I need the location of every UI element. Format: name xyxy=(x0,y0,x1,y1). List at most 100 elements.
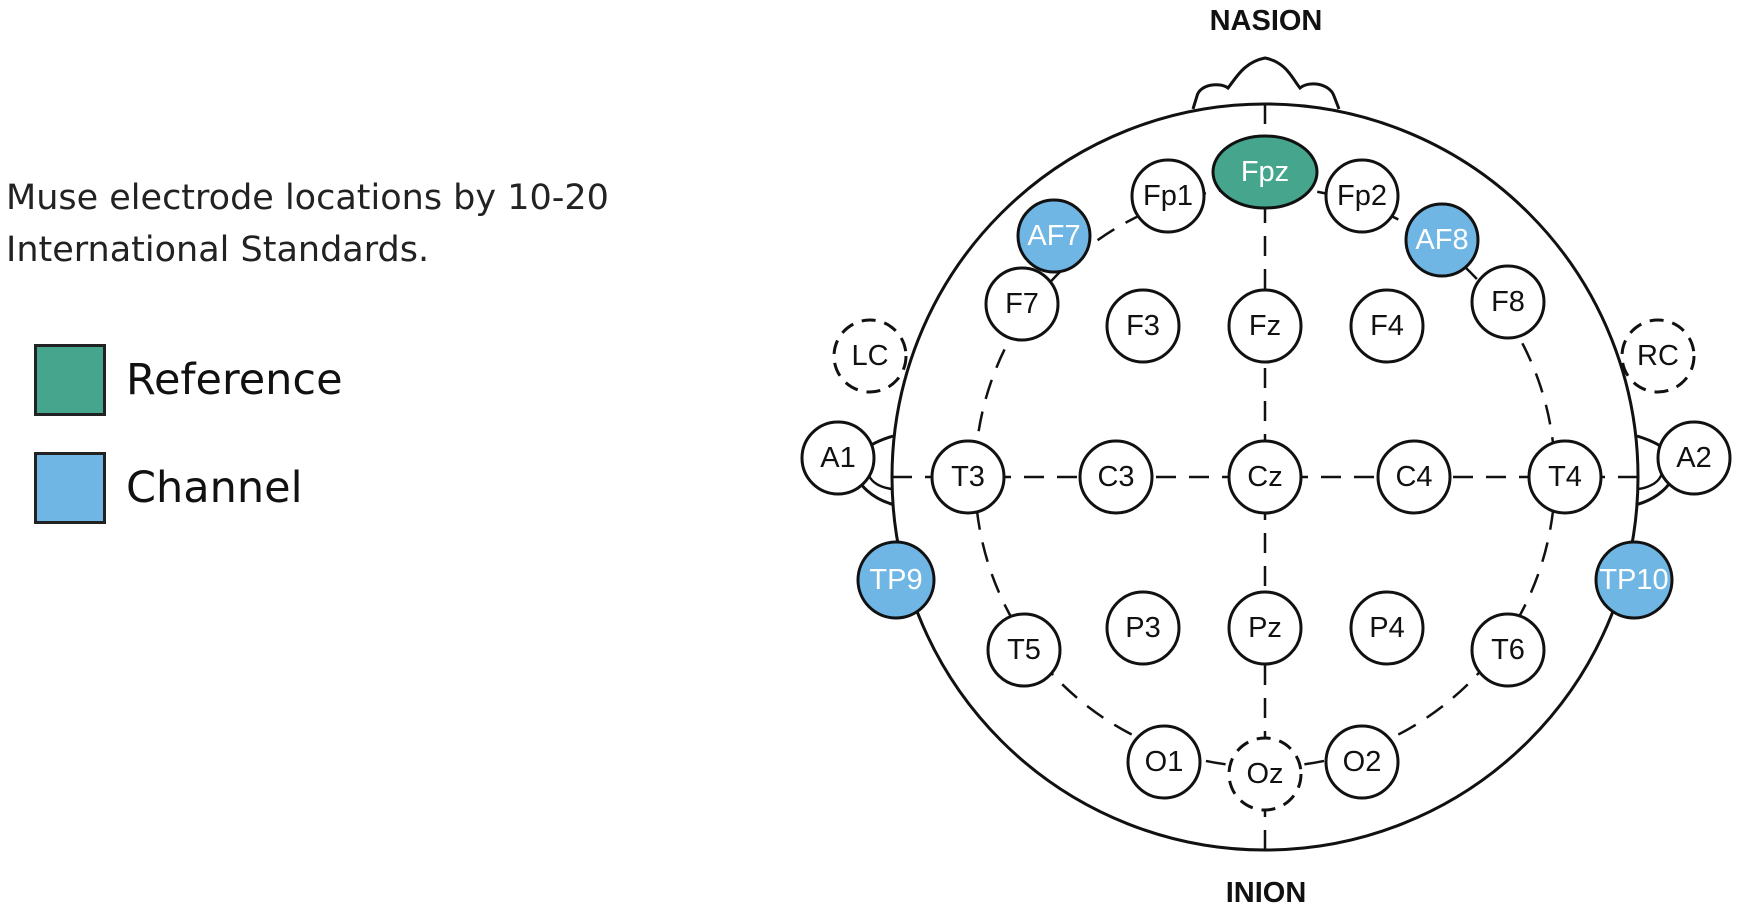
electrode-tp10-marker xyxy=(1594,540,1674,620)
legend-item-channel: Channel xyxy=(34,452,303,524)
electrode-tp10-label: TP10 xyxy=(1599,564,1668,596)
electrode-tp10: TP10 xyxy=(1594,540,1674,620)
electrode-lc-label: LC xyxy=(851,340,888,372)
nasion-label: NASION xyxy=(1210,5,1323,37)
electrode-a2-marker xyxy=(1656,420,1732,496)
caption-line-2: International Standards. xyxy=(6,230,430,270)
electrode-tp9: TP9 xyxy=(856,540,936,620)
electrode-o1: O1 xyxy=(1126,724,1202,800)
electrode-o1-label: O1 xyxy=(1145,746,1184,778)
electrode-oz: Oz xyxy=(1227,736,1303,812)
electrode-a1: A1 xyxy=(800,420,876,496)
electrode-f7: F7 xyxy=(984,266,1060,342)
electrode-af8: AF8 xyxy=(1404,202,1480,278)
electrode-f4: F4 xyxy=(1349,288,1425,364)
electrode-p3-marker xyxy=(1105,590,1181,666)
electrode-rc-label: RC xyxy=(1637,340,1679,372)
electrode-rc-marker xyxy=(1620,318,1696,394)
electrode-o1-marker xyxy=(1126,724,1202,800)
electrode-f8-label: F8 xyxy=(1491,286,1525,318)
nose-outline xyxy=(1191,56,1341,110)
electrode-t5-marker xyxy=(986,612,1062,688)
electrode-f7-marker xyxy=(984,266,1060,342)
electrode-p3-label: P3 xyxy=(1125,612,1160,644)
electrode-cz-marker xyxy=(1227,439,1303,515)
electrode-f7-label: F7 xyxy=(1005,288,1039,320)
electrode-fz-label: Fz xyxy=(1249,310,1281,342)
electrode-f3: F3 xyxy=(1105,288,1181,364)
electrode-t3-marker xyxy=(930,439,1006,515)
electrode-p4-marker xyxy=(1349,590,1425,666)
channel-swatch xyxy=(34,452,106,524)
electrode-a2-label: A2 xyxy=(1676,442,1711,474)
electrode-fpz-label: Fpz xyxy=(1241,156,1289,188)
electrode-a1-label: A1 xyxy=(820,442,855,474)
electrode-lc: LC xyxy=(832,318,908,394)
reference-swatch xyxy=(34,344,106,416)
electrode-tp9-marker xyxy=(856,540,936,620)
electrode-fz: Fz xyxy=(1227,288,1303,364)
electrode-fp2: Fp2 xyxy=(1324,158,1400,234)
electrode-f4-label: F4 xyxy=(1370,310,1404,342)
electrode-af7: AF7 xyxy=(1016,198,1092,274)
electrode-c4: C4 xyxy=(1376,439,1452,515)
electrode-f8-marker xyxy=(1470,264,1546,340)
electrode-p4-label: P4 xyxy=(1369,612,1404,644)
electrode-t5: T5 xyxy=(986,612,1062,688)
inion-label: INION xyxy=(1226,877,1307,909)
electrode-cz: Cz xyxy=(1227,439,1303,515)
legend-item-reference: Reference xyxy=(34,344,343,416)
electrode-tp9-label: TP9 xyxy=(869,564,922,596)
electrode-pz-label: Pz xyxy=(1248,612,1282,644)
caption-line-1: Muse electrode locations by 10-20 xyxy=(6,178,609,218)
legend-label-reference: Reference xyxy=(126,355,343,405)
electrode-cz-label: Cz xyxy=(1247,461,1282,493)
electrode-p4: P4 xyxy=(1349,590,1425,666)
electrode-p3: P3 xyxy=(1105,590,1181,666)
electrode-o2-label: O2 xyxy=(1343,746,1382,778)
electrode-af7-marker xyxy=(1016,198,1092,274)
electrode-t4-marker xyxy=(1527,439,1603,515)
electrode-fp1-label: Fp1 xyxy=(1143,180,1193,212)
electrode-pz: Pz xyxy=(1227,590,1303,666)
electrode-c4-marker xyxy=(1376,439,1452,515)
electrode-t4: T4 xyxy=(1527,439,1603,515)
electrode-fp2-label: Fp2 xyxy=(1337,180,1387,212)
electrode-a1-marker xyxy=(800,420,876,496)
electrode-lc-marker xyxy=(832,318,908,394)
electrode-o2: O2 xyxy=(1324,724,1400,800)
electrode-t5-label: T5 xyxy=(1007,634,1041,666)
electrode-t6-marker xyxy=(1470,612,1546,688)
electrode-af8-label: AF8 xyxy=(1415,224,1468,256)
electrode-f4-marker xyxy=(1349,288,1425,364)
electrode-fz-marker xyxy=(1227,288,1303,364)
electrode-af8-marker xyxy=(1404,202,1480,278)
electrode-f3-label: F3 xyxy=(1126,310,1160,342)
electrode-o2-marker xyxy=(1324,724,1400,800)
electrode-c4-label: C4 xyxy=(1395,461,1432,493)
electrode-fp2-marker xyxy=(1324,158,1400,234)
electrode-c3-marker xyxy=(1078,439,1154,515)
electrode-af7-label: AF7 xyxy=(1027,220,1080,252)
electrode-fpz: Fpz xyxy=(1211,134,1319,210)
electrode-oz-marker xyxy=(1227,736,1303,812)
electrode-t3: T3 xyxy=(930,439,1006,515)
electrode-oz-label: Oz xyxy=(1246,758,1283,790)
electrode-t6-label: T6 xyxy=(1491,634,1525,666)
electrode-a2: A2 xyxy=(1656,420,1732,496)
electrode-pz-marker xyxy=(1227,590,1303,666)
electrode-c3-label: C3 xyxy=(1097,461,1134,493)
electrode-t4-label: T4 xyxy=(1548,461,1582,493)
electrode-rc: RC xyxy=(1620,318,1696,394)
electrode-fpz-marker xyxy=(1211,134,1319,210)
electrode-f3-marker xyxy=(1105,288,1181,364)
electrode-fp1: Fp1 xyxy=(1130,158,1206,234)
electrode-t6: T6 xyxy=(1470,612,1546,688)
electrode-t3-label: T3 xyxy=(951,461,985,493)
electrode-f8: F8 xyxy=(1470,264,1546,340)
diagram-caption: Muse electrode locations by 10-20 Intern… xyxy=(6,172,686,276)
legend-label-channel: Channel xyxy=(126,463,303,513)
electrode-c3: C3 xyxy=(1078,439,1154,515)
